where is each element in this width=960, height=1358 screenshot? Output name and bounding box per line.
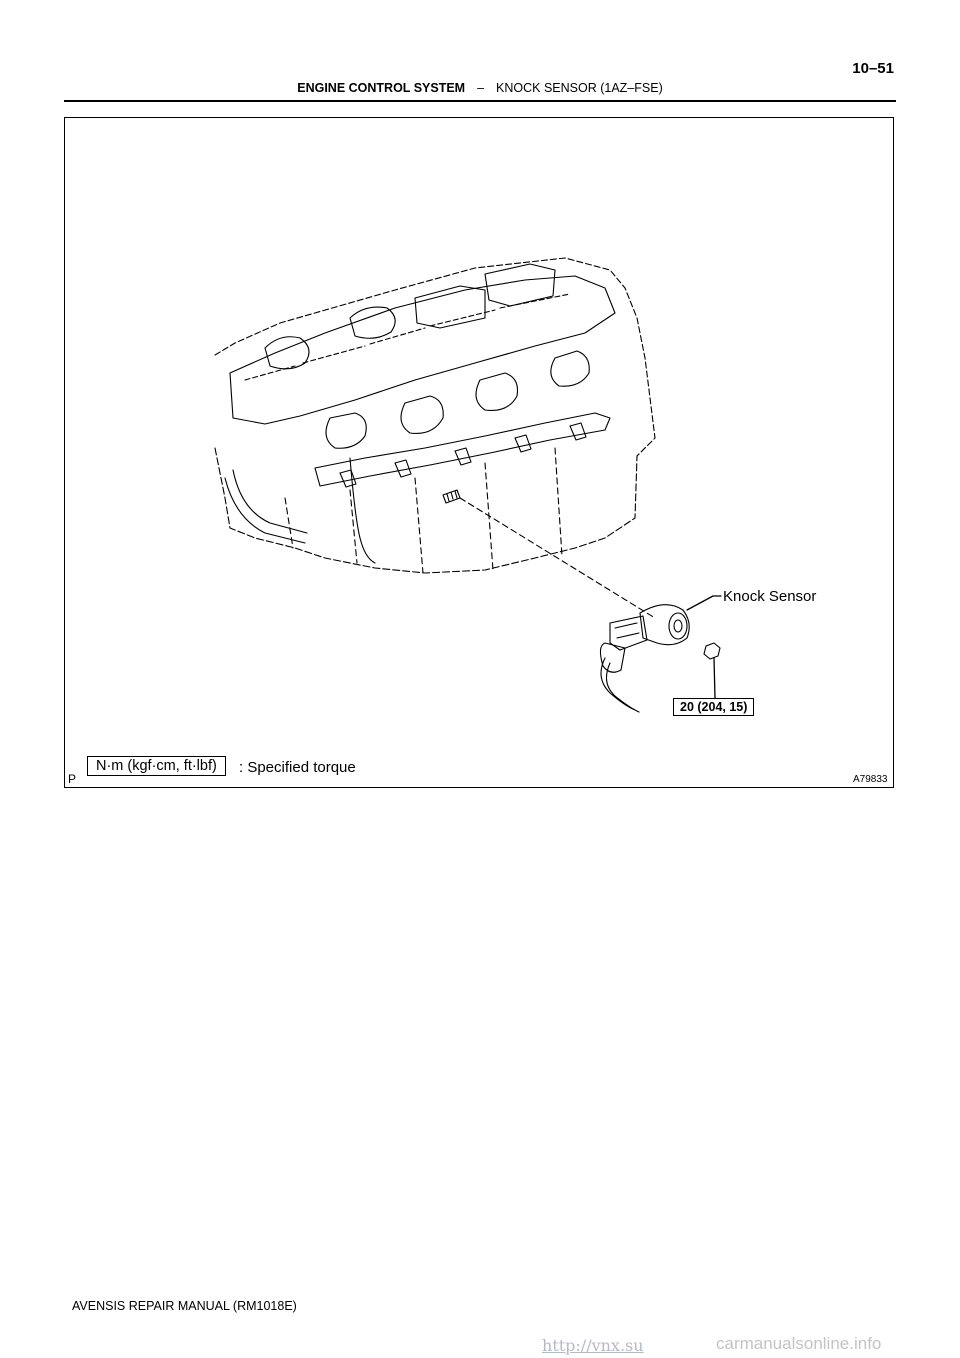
harness-lead: [349, 457, 376, 564]
knock-sensor-body: [639, 604, 690, 646]
coil-housing-1: [264, 336, 310, 370]
installation-line: [459, 497, 656, 619]
header-rule: [64, 100, 896, 102]
stud-bolt: [442, 489, 461, 504]
cylinder-head-cover: [229, 275, 616, 425]
coil-housing-2: [349, 306, 396, 339]
header-separator: –: [477, 81, 485, 95]
injectors: [339, 422, 587, 488]
torque-leader: [713, 657, 716, 699]
figure-code: A79833: [853, 774, 888, 785]
engine-illustration: [214, 257, 722, 713]
sensor-connector: [609, 615, 648, 651]
knock-sensor-callout: Knock Sensor: [723, 588, 817, 605]
manual-footer: AVENSIS REPAIR MANUAL (RM1018E): [72, 1299, 297, 1313]
corner-mark: P: [68, 772, 77, 786]
coil-housing-3: [414, 285, 486, 329]
block-ribs: [284, 447, 563, 574]
sensor-wires: [600, 657, 640, 713]
subsection-title: KNOCK SENSOR (1AZ–FSE): [496, 81, 663, 95]
torque-spec-box: 20 (204, 15): [673, 698, 755, 716]
engine-block-outline: [214, 447, 638, 574]
connector-plug: [599, 642, 626, 673]
fuel-rail: [314, 412, 611, 487]
figure-frame: Knock Sensor 20 (204, 15) N·m (kgf·cm, f…: [64, 117, 894, 788]
legend-text: : Specified torque: [239, 759, 356, 776]
sensor-nut: [703, 642, 721, 660]
water-pipe: [224, 469, 308, 544]
coil-housing-4: [484, 263, 556, 307]
page-number: 10–51: [852, 60, 894, 77]
engine-head-outline: [214, 257, 656, 457]
intake-port-row: [325, 350, 590, 449]
watermark-url[interactable]: http://vnx.su: [542, 1336, 644, 1355]
section-title: ENGINE CONTROL SYSTEM: [297, 81, 466, 95]
knock-sensor-leader: [686, 595, 722, 611]
knock-sensor-face: [668, 612, 688, 640]
cover-ribbing: [244, 293, 571, 381]
page-header: ENGINE CONTROL SYSTEM–KNOCK SENSOR (1AZ–…: [64, 81, 896, 95]
legend-unit-box: N·m (kgf·cm, ft·lbf): [87, 756, 226, 776]
watermark-site: carmanualsonline.info: [716, 1334, 882, 1353]
